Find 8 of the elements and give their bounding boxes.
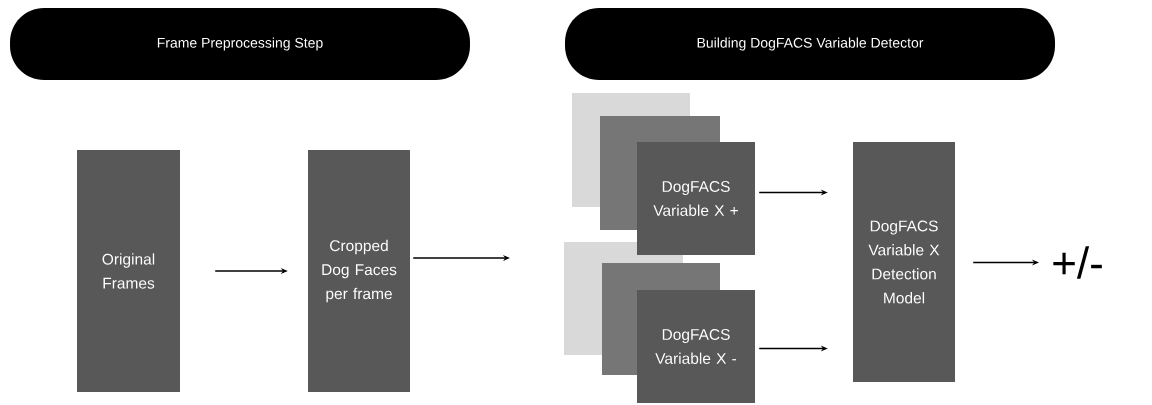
process-box: DogFACS Variable X - (637, 290, 755, 403)
section-header: Building DogFACS Variable Detector (565, 8, 1055, 80)
process-box: Cropped Dog Faces per frame (308, 150, 410, 392)
process-box: DogFACS Variable X Detection Model (853, 142, 955, 382)
section-header: Frame Preprocessing Step (10, 8, 470, 80)
process-box: DogFACS Variable X + (637, 142, 755, 255)
result-text: +/- (1053, 246, 1102, 279)
process-box: Original Frames (77, 150, 180, 392)
